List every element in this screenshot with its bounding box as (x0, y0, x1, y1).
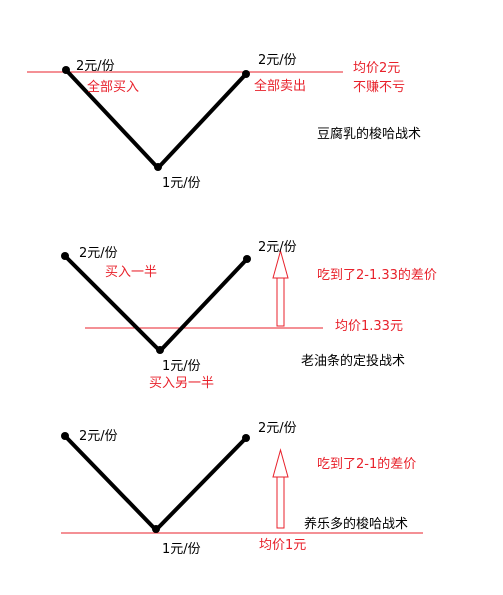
buy-other-half-label: 买入另一半 (149, 376, 214, 391)
start-point (61, 432, 69, 440)
bottom-point (152, 525, 160, 533)
bottom-point (154, 163, 162, 171)
avg-price-label: 均价2元 (353, 61, 400, 76)
breakeven-label: 不赚不亏 (353, 79, 405, 95)
avg-price-label: 均价1元 (259, 538, 306, 553)
right-price-label: 2元/份 (258, 421, 297, 436)
right-price-label: 2元/份 (258, 53, 297, 68)
end-point (242, 70, 250, 78)
panel-2: 2元/份 2元/份 1元/份 买入一半 买入另一半 吃到了2-1.33的差价 均… (61, 240, 437, 391)
end-point (243, 255, 251, 263)
profit-note-label: 吃到了2-1.33的差价 (317, 267, 437, 283)
end-point (242, 434, 250, 442)
sell-all-label: 全部卖出 (254, 78, 306, 94)
panel-1: 2元/份 2元/份 1元/份 全部买入 全部卖出 均价2元 不赚不亏 豆腐乳的梭… (27, 53, 421, 191)
bottom-price-label: 1元/份 (162, 359, 201, 374)
bottom-price-label: 1元/份 (162, 176, 201, 191)
strategy-label: 养乐多的梭哈战术 (304, 516, 408, 532)
up-arrow-icon (272, 448, 289, 529)
strategy-label: 豆腐乳的梭哈战术 (317, 126, 421, 142)
bottom-price-label: 1元/份 (162, 542, 201, 557)
strategy-label: 老油条的定投战术 (301, 353, 405, 369)
profit-note-label: 吃到了2-1的差价 (317, 456, 416, 472)
start-point (62, 66, 70, 74)
up-arrow-icon (272, 249, 289, 327)
left-price-label: 2元/份 (76, 59, 115, 74)
buy-half-label: 买入一半 (105, 265, 157, 280)
left-price-label: 2元/份 (79, 246, 118, 261)
avg-price-label: 均价1.33元 (335, 319, 403, 334)
right-price-label: 2元/份 (258, 240, 297, 255)
left-price-label: 2元/份 (79, 429, 118, 444)
price-v-line (63, 434, 248, 533)
start-point (61, 252, 69, 260)
buy-all-label: 全部买入 (87, 79, 139, 95)
panel-3: 2元/份 2元/份 1元/份 吃到了2-1的差价 养乐多的梭哈战术 均价1元 (61, 421, 423, 557)
bottom-point (156, 346, 164, 354)
